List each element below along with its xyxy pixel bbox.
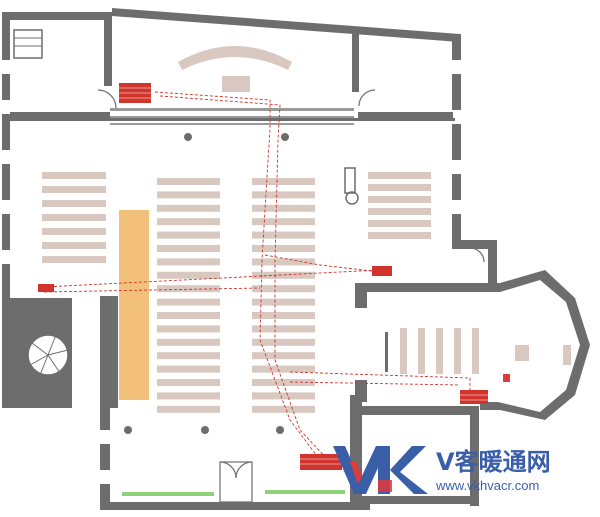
- wall-room-ne-bottom: [358, 112, 453, 118]
- pew-block-center-left-row: [157, 204, 220, 212]
- wall-screen-3: [110, 123, 354, 125]
- organ-console: [222, 76, 250, 92]
- grille-south: [300, 454, 342, 470]
- doors: [97, 89, 485, 503]
- pew-block-west-row: [42, 228, 106, 235]
- pew-block-center-right-row: [252, 271, 315, 279]
- outer-walls: [2, 8, 590, 510]
- columns: [124, 133, 359, 434]
- pew-block-west-row: [42, 214, 106, 221]
- duct-lines: [43, 91, 471, 463]
- wall-vestry-right: [470, 406, 479, 506]
- pew-block-center-left-row: [157, 285, 220, 293]
- pew-block-east-row: [368, 208, 431, 215]
- watermark-url: www.vkhvacr.com: [435, 478, 539, 493]
- pew-block-center-left-row: [157, 191, 220, 199]
- wall-north-left: [2, 12, 112, 20]
- pew-block-center-right-row: [252, 218, 315, 226]
- grille-apse: [460, 390, 488, 404]
- green-strip-right: [265, 490, 345, 494]
- pew-block-center-right-row: [252, 245, 315, 252]
- wall-annex-top: [452, 240, 497, 249]
- windows: [2, 60, 461, 484]
- interior-walls: [10, 16, 455, 125]
- pew-block-center-left-row: [157, 258, 220, 266]
- wall-west-pier: [100, 296, 118, 408]
- grille-east: [372, 266, 392, 276]
- pew-block-center-left-row: [157, 298, 220, 306]
- pew-block-east-row: [368, 232, 431, 239]
- watermark-brand-cn: V客暖通网: [436, 448, 551, 476]
- pew-block-center-right-row: [252, 352, 315, 360]
- wall-south: [100, 502, 370, 510]
- pew-block-center-left-row: [157, 338, 220, 346]
- wall-screen-1: [110, 108, 354, 111]
- highlight-zone: [119, 210, 149, 400]
- wall-apse: [355, 270, 590, 420]
- wall-apse-left-lower: [355, 380, 367, 402]
- pew-block-east-row: [368, 172, 431, 179]
- altar-marker: [503, 374, 510, 382]
- wall-apse-left-upper: [355, 283, 367, 308]
- spiral-stair: [27, 334, 69, 376]
- pew-block-center-right-row: [252, 325, 315, 333]
- pew-block-east-row: [368, 220, 431, 227]
- pew-block-center-right-row: [252, 405, 315, 413]
- vk-logo: [333, 446, 428, 494]
- pew-block-center-left-row: [157, 312, 220, 319]
- pew-block-center-right-row: [252, 312, 315, 319]
- watermark: V客暖通网 www.vkhvacr.com: [333, 446, 551, 494]
- wall-vestry-top: [362, 406, 477, 415]
- pew-block-east-row: [368, 196, 431, 203]
- wall-screen-2: [110, 116, 354, 118]
- green-strip-left: [122, 492, 214, 496]
- grille-hatching: [119, 87, 488, 465]
- pew-block-west-row: [42, 186, 106, 193]
- wall-vestry-bottom: [362, 496, 479, 504]
- pew-block-center-left-row: [157, 352, 220, 360]
- pew-block-west-row: [42, 256, 106, 263]
- pew-block-west-row: [42, 172, 106, 179]
- wall-north-angled: [112, 8, 460, 42]
- pew-block-west-row: [42, 242, 106, 249]
- choir-benches: [400, 328, 571, 374]
- pew-block-center-left-row: [157, 231, 220, 239]
- pew-block-center-left-row: [157, 271, 220, 279]
- pew-block-center-left-row: [157, 365, 220, 373]
- pew-block-center-right-row: [252, 258, 315, 266]
- pew-block-center-right-row: [252, 298, 315, 306]
- pew-block-center-left-row: [157, 379, 220, 386]
- wall-east-upper: [452, 34, 461, 246]
- pew-block-center-right-row: [252, 191, 315, 199]
- pew-block-west-row: [42, 200, 106, 207]
- pew-block-center-right-row: [252, 178, 315, 185]
- corridor-west: [72, 308, 100, 408]
- pew-block-center-right-row: [252, 231, 315, 239]
- pew-block-center-right-row: [252, 285, 315, 293]
- pew-block-center-right-row: [252, 392, 315, 400]
- wall-annex-right: [488, 240, 497, 288]
- pew-block-center-left-row: [157, 325, 220, 333]
- wall-room-ne-left: [352, 32, 359, 92]
- pews-group: [42, 172, 431, 413]
- pew-block-center-left-row: [157, 178, 220, 185]
- pew-block-center-right-row: [252, 365, 315, 373]
- grille-west: [38, 284, 54, 292]
- wall-room-nw-right: [104, 16, 112, 86]
- pew-block-center-left-row: [157, 392, 220, 400]
- pew-block-center-left-row: [157, 245, 220, 252]
- gallery-arc: [178, 46, 292, 70]
- wall-nave-north: [10, 118, 455, 121]
- pew-block-east-row: [368, 184, 431, 191]
- pew-block-center-right-row: [252, 338, 315, 346]
- pew-block-center-right-row: [252, 379, 315, 386]
- wall-west-lower: [100, 408, 110, 510]
- wall-room-nw-bottom: [10, 112, 110, 118]
- pew-block-center-left-row: [157, 218, 220, 226]
- pew-block-center-right-row: [252, 204, 315, 212]
- pew-block-center-left-row: [157, 405, 220, 413]
